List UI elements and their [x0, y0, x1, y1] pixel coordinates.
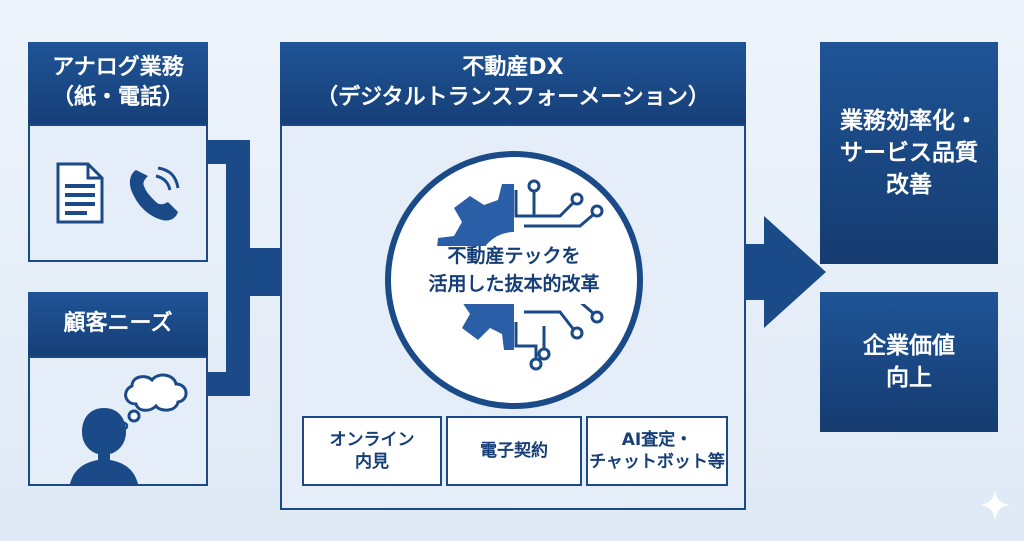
- tool-econtract-label: 電子契約: [480, 440, 548, 461]
- tool-ai-chatbot: AI査定・ チャットボット等: [586, 416, 728, 486]
- outcome-efficiency-line1: 業務効率化・: [840, 107, 978, 134]
- tool-ai-line2: チャットボット等: [589, 452, 725, 472]
- customer-panel: [28, 356, 208, 486]
- tool-online-line2: 内見: [355, 452, 389, 472]
- outcome-efficiency-line2: サービス品質: [840, 139, 978, 166]
- tool-e-contract: 電子契約: [446, 416, 582, 486]
- tool-online-viewing: オンライン 内見: [302, 416, 442, 486]
- phone-icon: [129, 166, 180, 221]
- tool-online-line1: オンライン: [329, 429, 415, 450]
- dx-header: 不動産DX （デジタルトランスフォーメーション）: [280, 42, 746, 124]
- analog-connector: [207, 140, 250, 272]
- analog-title-line2: （紙・電話）: [51, 85, 184, 110]
- outcome-corporate-value: 企業価値 向上: [820, 292, 998, 432]
- dx-title-line2: （デジタルトランスフォーメーション）: [316, 85, 710, 110]
- outcome-value-line1: 企業価値: [863, 332, 955, 359]
- analog-title-line1: アナログ業務: [52, 55, 184, 81]
- thought-bubble-icon: [119, 373, 188, 431]
- core-label: 不動産テックを 活用した抜本的改革: [394, 243, 634, 298]
- outcome-value-line2: 向上: [886, 365, 932, 391]
- customer-header: 顧客ニーズ: [28, 292, 208, 356]
- customer-connector: [207, 272, 250, 396]
- outcome-efficiency-line3: 改善: [886, 172, 932, 199]
- gear-circuit-icon: [385, 151, 643, 409]
- core-label-line1: 不動産テックを: [447, 245, 581, 267]
- core-label-line2: 活用した抜本的改革: [428, 272, 600, 295]
- outcome-efficiency: 業務効率化・ サービス品質 改善: [820, 42, 998, 264]
- person-icon: [70, 408, 138, 484]
- document-icon: [56, 162, 104, 224]
- sparkle-icon: [980, 490, 1010, 520]
- dx-title-line1: 不動産DX: [462, 55, 564, 81]
- tool-ai-line1: AI査定・: [621, 429, 693, 450]
- analog-header: アナログ業務 （紙・電話）: [28, 42, 208, 124]
- analog-panel: [28, 124, 208, 262]
- customer-title: 顧客ニーズ: [63, 311, 173, 337]
